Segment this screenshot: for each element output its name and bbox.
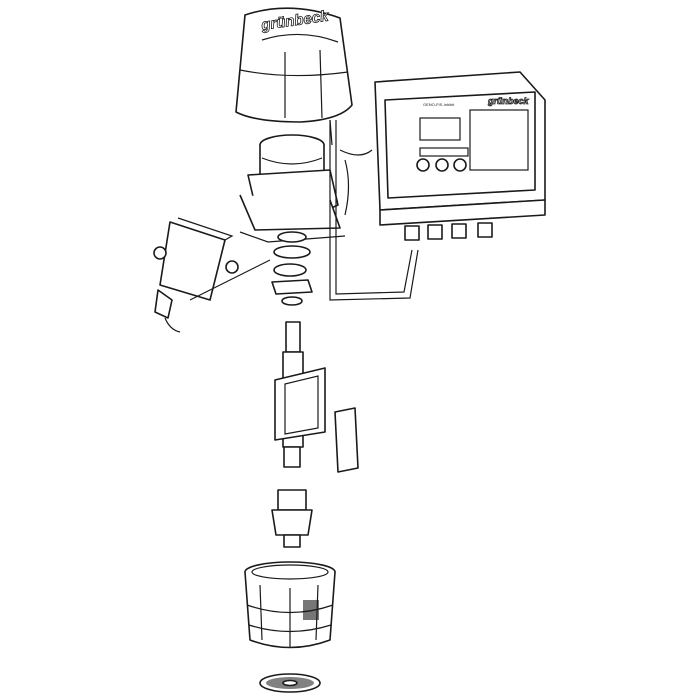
connector: [271, 489, 313, 548]
cable: [329, 120, 419, 301]
strainer-basket: [244, 561, 336, 649]
control-unit-model-label: GENO-FIS-Inhibit: [423, 102, 455, 107]
dosing-pump: [239, 134, 373, 243]
control-unit-brand: grünbeck: [487, 96, 530, 106]
dosing-lance: [274, 321, 326, 468]
wall-plate: [334, 407, 359, 473]
cable-glands: [404, 222, 493, 241]
fitting-stack: [271, 231, 313, 306]
mesh-disc: [259, 673, 321, 693]
control-unit: GENO-FIS-Inhibit grünbeck: [374, 71, 546, 241]
flow-sensor: [153, 217, 271, 333]
cover-hood: grünbeck: [235, 7, 353, 146]
